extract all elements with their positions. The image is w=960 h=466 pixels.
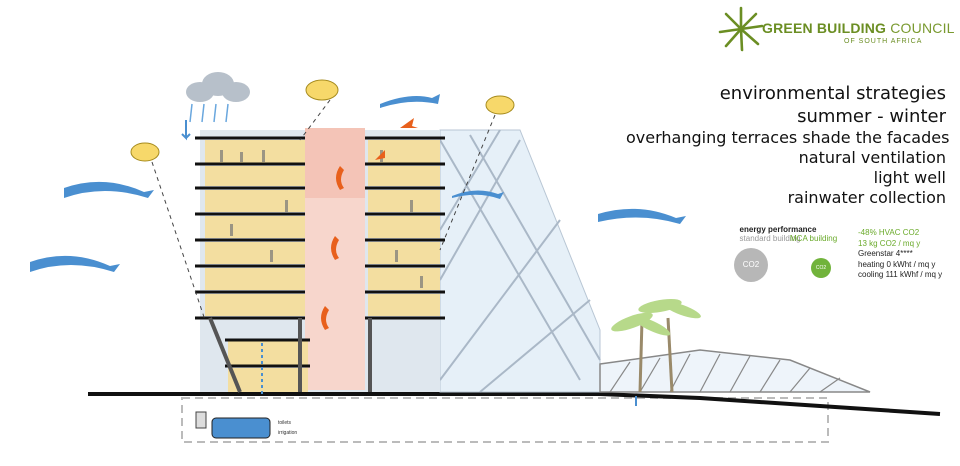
logo-burst-icon [718,6,764,52]
energy-stats: -48% HVAC CO2 13 kg CO2 / mq y Greenstar… [858,228,942,281]
stat-co2-per-area: 13 kg CO2 / mq y [858,238,921,248]
strategy-item: light well [873,168,946,187]
logo-name-bold: GREEN BUILDING [762,20,887,36]
glass-atrium [439,129,601,393]
logo-name: GREEN BUILDING COUNCIL [762,20,955,36]
strategy-item: natural ventilation [798,148,946,167]
strategy-item: rainwater collection [787,188,946,207]
canopy-structure [599,349,871,393]
tank-label-irrigation: irrigation [278,430,298,436]
stat-greenstar: Greenstar 4**** [858,249,913,258]
mca-building-label: MCA building [790,234,838,243]
stat-heating: heating 0 kWht / mq y [858,259,936,269]
palm-trees [611,298,701,393]
main-building [195,128,445,393]
sun-icons [130,79,515,162]
strategy-item: overhanging terraces shade the facades [626,128,950,147]
co2-mca-circle: CO2 [811,258,831,278]
rain-cloud [181,72,250,141]
tank-label-toilets: toilets [278,420,292,426]
stat-hvac-co2: -48% HVAC CO2 [858,228,920,237]
warm-air-arrows [321,118,418,330]
rainwater-tank [195,340,637,439]
underground-area [181,397,829,443]
strategies-panel: environmental strategies summer - winter… [626,82,950,208]
ground-line [88,392,941,416]
stat-cooling: cooling 111 kWhf / mq y [858,270,943,279]
standard-building-label: standard building [739,234,801,243]
sun-ray-lines [151,99,496,321]
wind-arrows [30,94,686,272]
strategies-season: summer - winter [797,106,946,127]
energy-performance-title: energy performance [739,225,817,234]
co2-standard-circle: CO2 [734,248,768,282]
logo-subtitle: OF SOUTH AFRICA [844,38,923,45]
office-floors-right [368,140,440,316]
strategies-title: environmental strategies [719,83,946,104]
logo-name-light: COUNCIL [890,20,955,36]
gbc-logo: GREEN BUILDING COUNCIL OF SOUTH AFRICA [718,6,954,52]
